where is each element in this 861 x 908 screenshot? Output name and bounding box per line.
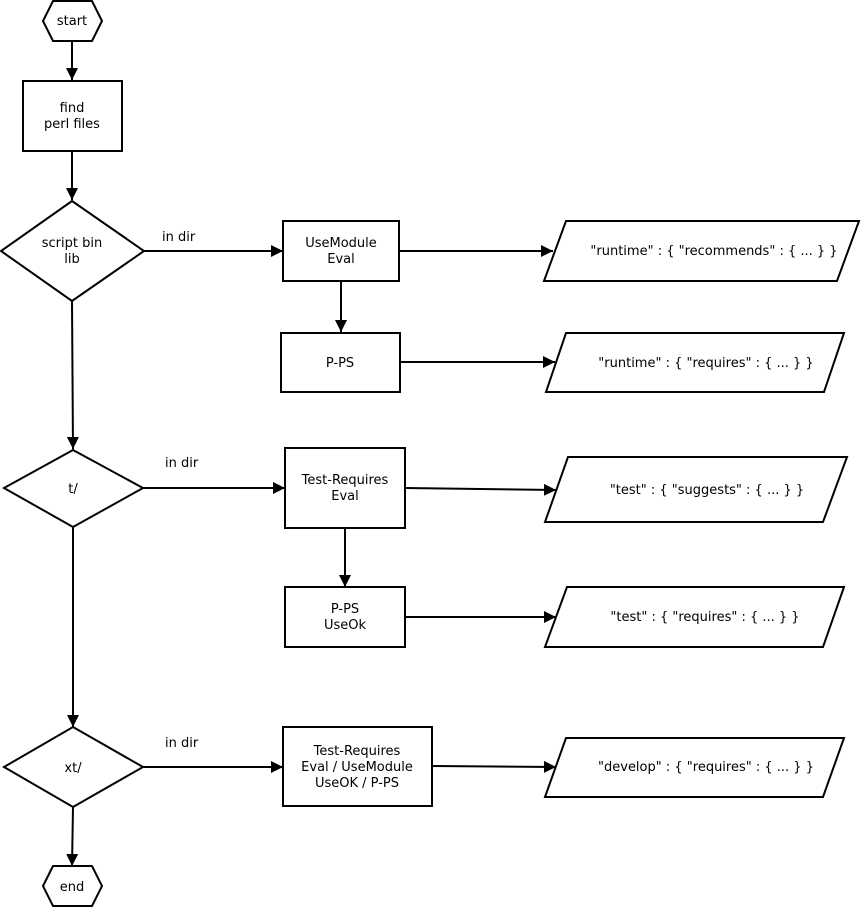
edge-xt-box-to-develop <box>431 760 557 773</box>
node-decision-xt-label: xt/ <box>64 761 82 776</box>
edges <box>66 41 557 867</box>
node-end-label: end <box>60 880 85 895</box>
node-xt-box-label-line-2: Eval / UseModule <box>301 760 413 775</box>
node-decision-t: t/ <box>1 448 146 529</box>
node-pps-runtime-label: P-PS <box>326 356 354 371</box>
node-decision-script-label-line-1: script bin <box>42 236 102 251</box>
node-output-develop-requires: "develop" : { "requires" : { ... } } <box>543 737 846 798</box>
node-output-suggests-label: "test" : { "suggests" : { ... } } <box>610 483 804 498</box>
node-decision-xt: xt/ <box>2 725 146 809</box>
edge-label-script-in-dir: in dir <box>162 230 196 245</box>
edge-xt-to-end <box>66 806 79 867</box>
node-output-develop-label: "develop" : { "requires" : { ... } } <box>598 760 814 775</box>
node-usemodule-eval: UseModule Eval <box>282 220 400 282</box>
node-test-requires-label-line-1: Test-Requires <box>301 473 389 488</box>
node-test-requires-label-line-2: Eval <box>331 489 359 504</box>
node-output-runtime-requires: "runtime" : { "requires" : { ... } } <box>544 332 846 393</box>
node-pps-runtime: P-PS <box>280 332 401 393</box>
node-start: start <box>41 0 104 42</box>
node-xt-box-label-line-1: Test-Requires <box>313 744 401 759</box>
node-decision-script-label-line-2: lib <box>64 252 79 267</box>
node-find-label-line-1: find <box>60 101 85 116</box>
node-xt-box-label-line-3: UseOK / P-PS <box>315 776 399 791</box>
node-output-test-requires-label: "test" : { "requires" : { ... } } <box>610 610 799 625</box>
node-xt-test-requires: Test-Requires Eval / UseModule UseOK / P… <box>282 726 433 807</box>
node-end: end <box>41 865 104 907</box>
node-output-recommends-label: "runtime" : { "recommends" : { ... } } <box>590 244 837 259</box>
node-test-requires-eval: Test-Requires Eval <box>284 447 406 529</box>
node-output-runtime-recommends: "runtime" : { "recommends" : { ... } } <box>542 220 861 282</box>
node-find-perl-files: find perl files <box>22 80 123 152</box>
node-decision-script-bin-lib: script bin lib <box>0 199 146 303</box>
edge-test-requires-to-suggests <box>404 483 557 496</box>
node-find-label-line-2: perl files <box>44 117 100 132</box>
node-output-runtime-requires-label: "runtime" : { "requires" : { ... } } <box>598 356 813 371</box>
node-start-label: start <box>57 14 87 29</box>
edge-script-to-t-decision <box>66 300 79 450</box>
node-output-test-requires: "test" : { "requires" : { ... } } <box>543 586 846 648</box>
edge-label-t-in-dir: in dir <box>165 456 199 471</box>
node-pps-useok: P-PS UseOk <box>284 586 406 648</box>
edge-label-xt-in-dir: in dir <box>165 736 199 751</box>
node-output-test-suggests: "test" : { "suggests" : { ... } } <box>543 456 849 523</box>
node-usemodule-label-line-1: UseModule <box>305 236 377 251</box>
node-pps-useok-label-line-1: P-PS <box>331 602 359 617</box>
node-usemodule-label-line-2: Eval <box>327 252 355 267</box>
node-pps-useok-label-line-2: UseOk <box>324 618 367 633</box>
node-decision-t-label: t/ <box>68 482 78 497</box>
